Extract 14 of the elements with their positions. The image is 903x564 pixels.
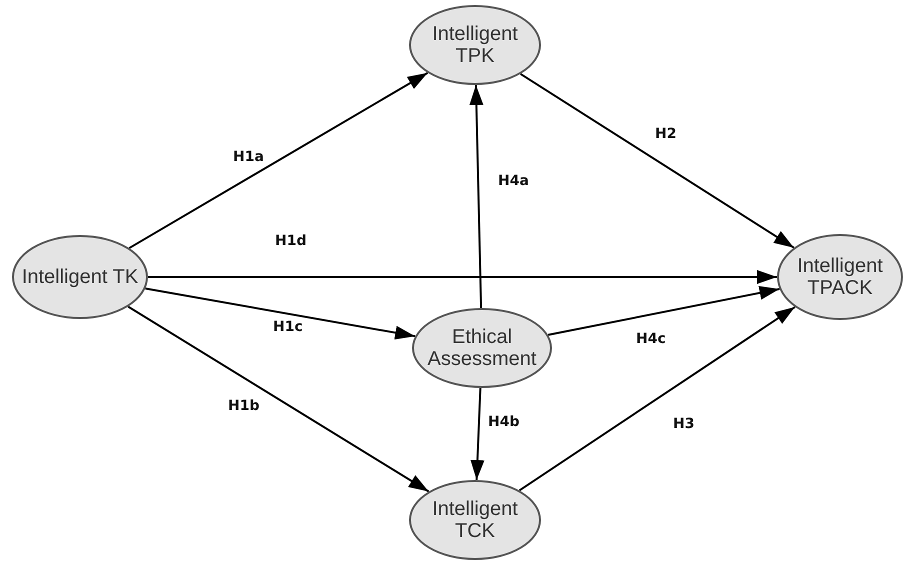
- node-label: Intelligent TK: [20, 266, 140, 288]
- arrow: [548, 286, 780, 336]
- arrow: [470, 388, 484, 480]
- arrow: [128, 306, 430, 492]
- node-label: Intelligent TPACK: [796, 255, 884, 299]
- arrow: [518, 306, 796, 492]
- node-label: Ethical Assessment: [426, 326, 538, 370]
- arrow: [469, 84, 484, 308]
- arrow: [520, 73, 794, 249]
- node-label: Intelligent TPK: [431, 23, 519, 67]
- arrow: [128, 72, 428, 249]
- arrow: [148, 270, 777, 284]
- arrow: [145, 288, 416, 340]
- node-label: Intelligent TCK: [431, 498, 519, 542]
